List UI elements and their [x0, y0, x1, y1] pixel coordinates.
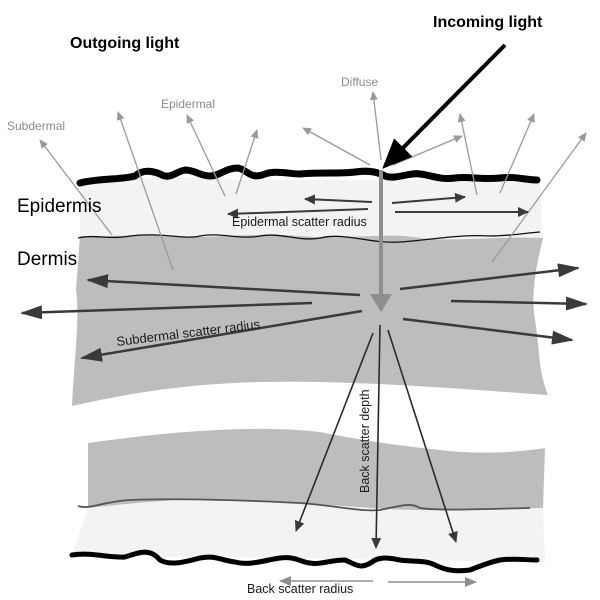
- back-scatter-radius-arrows: [279, 576, 477, 587]
- epidermal-scatter-arrows: [227, 192, 529, 219]
- diffuse-outgoing-label: Diffuse: [341, 75, 378, 89]
- skin-surface-bottom: [69, 549, 540, 574]
- lower-epidermis-layer: [72, 500, 545, 562]
- dermis-label: Dermis: [17, 249, 77, 270]
- epidermal-scatter-radius-label: Epidermal scatter radius: [232, 215, 367, 229]
- back-scatter-depth-label: Back scatter depth: [358, 389, 372, 493]
- subdermal-arrow-mid: [116, 111, 174, 271]
- lower-dermis-layer: [88, 428, 545, 511]
- outgoing-light-title: Outgoing light: [70, 35, 180, 52]
- epidermal-outgoing-label: Epidermal: [161, 97, 215, 111]
- diffuse-arrow-right: [392, 135, 463, 166]
- subdermal-outgoing-label: Subdermal: [7, 119, 65, 133]
- epidermis-layer: [80, 177, 543, 240]
- epidermal-arrow-3: [457, 113, 478, 196]
- diffuse-arrow-left: [302, 127, 371, 166]
- subdermal-scatter-arrows: [20, 263, 588, 362]
- diffuse-arrow-up: [369, 91, 382, 161]
- incoming-light-title: Incoming light: [433, 14, 543, 31]
- epidermis-label: Epidermis: [17, 196, 101, 217]
- epidermal-arrow-2: [235, 129, 259, 195]
- lower-dermis-boundary: [77, 498, 531, 512]
- subdermal-arrow-right: [491, 132, 587, 263]
- back-scatter-radius-label: Back scatter radius: [247, 582, 353, 596]
- epidermal-arrow-1: [186, 114, 226, 197]
- epidermis-dermis-boundary: [77, 231, 541, 243]
- skin-surface-top: [76, 164, 541, 187]
- epidermal-arrow-4: [499, 113, 535, 194]
- incoming-light-arrow: [382, 43, 507, 169]
- subdermal-arrow-left: [39, 139, 113, 236]
- back-scatter-arrows: [294, 324, 458, 549]
